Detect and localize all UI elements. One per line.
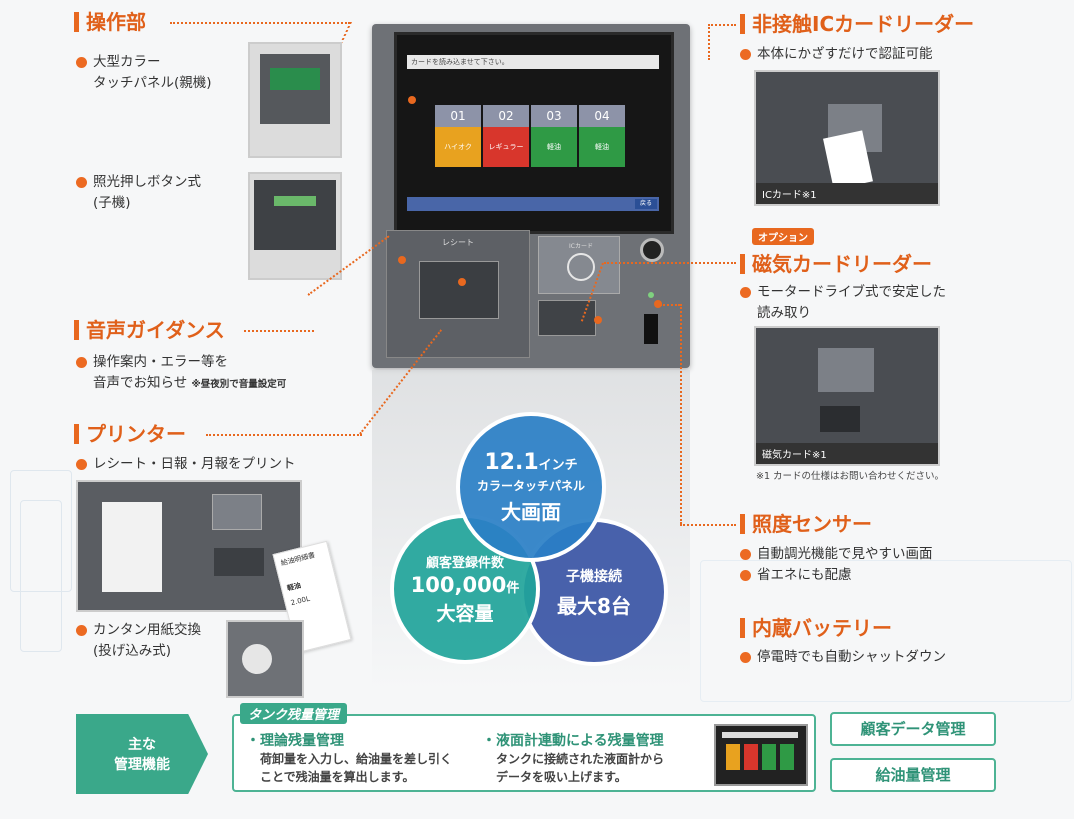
tank-management-box: タンク残量管理 ・理論残量管理 荷卸量を入力し、給油量を差し引く ことで残油量を… xyxy=(232,703,816,792)
feature-1-line-1: 荷卸量を入力し、給油量を差し引く xyxy=(260,752,453,766)
bg-line xyxy=(20,500,62,652)
feature-1-title: ・理論残量管理 xyxy=(246,733,344,749)
fuel-volume-button[interactable]: 給油量管理 xyxy=(830,758,996,792)
fuel-tile-number: 04 xyxy=(579,105,625,127)
fuel-tile-label: 軽油 xyxy=(579,127,625,167)
tank-title: タンク残量管理 xyxy=(240,703,348,724)
main-functions-label: 主な 管理機能 xyxy=(76,714,208,794)
printer-bullet-2: カンタン用紙交換 xyxy=(76,620,201,641)
ic-reader-pad[interactable]: ICカード xyxy=(538,236,620,294)
magnetic-card-caption: 磁気カード※1 xyxy=(756,443,938,464)
feature-2-line-2: データを吸い上げます。 xyxy=(496,770,627,784)
sensor-title: 照度センサー xyxy=(740,512,872,536)
fuel-tile-number: 01 xyxy=(435,105,481,127)
circle-screen: 12.1インチ カラータッチパネル 大画面 xyxy=(456,412,606,562)
magnetic-card-photo: 磁気カード※1 xyxy=(754,326,940,466)
battery-title: 内蔵バッテリー xyxy=(740,616,892,640)
leader-line xyxy=(680,304,682,524)
screen-message-bar: カードを読み込ませて下さい。 xyxy=(407,55,659,69)
leader-dot xyxy=(458,278,466,286)
leader-dot xyxy=(408,96,416,104)
leader-line xyxy=(170,22,350,24)
leader-dot xyxy=(594,316,602,324)
bg-line xyxy=(10,470,72,592)
ic-card-caption: ICカード※1 xyxy=(756,183,938,204)
operation-title: 操作部 xyxy=(74,10,146,34)
led-light xyxy=(648,292,654,298)
voice-title: 音声ガイダンス xyxy=(74,318,225,342)
key-switch-icon xyxy=(640,238,664,262)
voice-bullet-1: 操作案内・エラー等を xyxy=(76,352,228,373)
ic-title: 非接触ICカードリーダー xyxy=(740,12,974,36)
voice-bullet-1-cont: 音声でお知らせ ※昼夜別で音量設定可 xyxy=(93,375,287,391)
sensor-bullet-2: 省エネにも配慮 xyxy=(740,565,852,586)
printer-title: プリンター xyxy=(74,422,186,446)
ic-bullet-1: 本体にかざすだけで認証可能 xyxy=(740,44,933,65)
sensor-bullet-1: 自動調光機能で見やすい画面 xyxy=(740,544,933,565)
leader-dot xyxy=(398,256,406,264)
fuel-tile-label: 軽油 xyxy=(531,127,577,167)
paper-exchange-photo xyxy=(226,620,304,698)
leader-line xyxy=(660,304,680,306)
fuel-tile-number: 02 xyxy=(483,105,529,127)
customer-data-button[interactable]: 顧客データ管理 xyxy=(830,712,996,746)
fuel-tile-label: レギュラー xyxy=(483,127,529,167)
leader-line xyxy=(680,524,736,526)
printer-bullet-1: レシート・日報・月報をプリント xyxy=(76,454,296,475)
ic-label: ICカード xyxy=(569,243,593,250)
tank-screen-thumbnail xyxy=(714,724,808,786)
leader-dot xyxy=(654,300,662,308)
child-unit-photo xyxy=(248,172,342,280)
magnetic-bullet-1-cont: 読み取り xyxy=(757,305,811,321)
leader-line xyxy=(206,434,362,436)
feature-2-line-1: タンクに接続された液面計から xyxy=(496,752,665,766)
ic-symbol-icon xyxy=(567,253,595,281)
printer-photo xyxy=(76,480,302,612)
leader-line xyxy=(708,24,736,26)
parent-unit-photo xyxy=(248,42,342,158)
operation-bullet-1-cont: タッチパネル(親機) xyxy=(93,75,212,91)
operation-bullet-2-cont: (子機) xyxy=(93,195,131,211)
operation-bullet-2: 照光押しボタン式 xyxy=(76,172,201,193)
printer-bullet-2-cont: (投げ込み式) xyxy=(93,643,172,659)
fuel-tile-number: 03 xyxy=(531,105,577,127)
feature-2-title: ・液面計連動による残量管理 xyxy=(482,733,664,749)
battery-bullet-1: 停電時でも自動シャットダウン xyxy=(740,647,946,668)
leader-line xyxy=(244,330,314,332)
option-badge: オプション xyxy=(752,228,814,245)
bg-line xyxy=(700,560,1072,702)
printer-opening xyxy=(419,261,499,319)
screen-action-bar xyxy=(407,197,659,211)
leader-line xyxy=(708,24,710,60)
fuel-tile-label: ハイオク xyxy=(435,127,481,167)
operation-bullet-1: 大型カラー xyxy=(76,52,161,73)
receipt-label: レシート xyxy=(442,238,474,247)
ic-card-photo: ICカード※1 xyxy=(754,70,940,206)
leader-line xyxy=(604,262,736,264)
card-spec-note: ※1 カードの仕様はお問い合わせください。 xyxy=(756,471,945,482)
feature-1-line-2: ことで残油量を算出します。 xyxy=(260,770,415,784)
magnetic-bullet-1: モータードライブ式で安定した xyxy=(740,282,946,303)
side-card-slot xyxy=(644,314,658,344)
magnetic-title: 磁気カードリーダー xyxy=(740,252,932,276)
receipt-printer-slot: レシート xyxy=(386,230,530,358)
screen-back-button[interactable]: 戻る xyxy=(635,199,657,209)
